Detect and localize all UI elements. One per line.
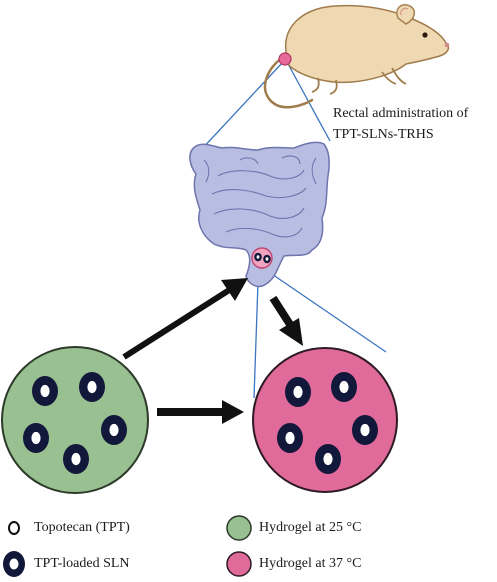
hydrogel-25c-circle <box>1 346 149 494</box>
colon-illustration <box>189 141 330 288</box>
legend-label-gel37: Hydrogel at 37 °C <box>259 556 362 571</box>
legend-label-tpt: Topotecan (TPT) <box>34 520 130 535</box>
legend-sln-icon <box>3 551 25 577</box>
caption-line-1: Rectal administration of <box>333 106 469 121</box>
nanoparticle-icon <box>254 252 271 264</box>
arrow-gel25-to-gel37 <box>157 400 244 424</box>
hydrogel-37c-circle <box>252 347 398 493</box>
mouse-illustration <box>263 4 450 109</box>
caption-line-2: TPT-SLNs-TRHS <box>333 127 434 142</box>
arrow-gel-to-colon <box>122 278 248 360</box>
connector-lines <box>199 61 387 399</box>
legend-gel37-icon <box>226 551 252 577</box>
arrow-colon-to-gel37 <box>269 295 303 346</box>
legend-gel25-icon <box>226 515 252 541</box>
legend-tpt-icon <box>8 521 20 535</box>
legend-label-gel25: Hydrogel at 25 °C <box>259 520 362 535</box>
legend-label-sln: TPT-loaded SLN <box>34 556 130 571</box>
